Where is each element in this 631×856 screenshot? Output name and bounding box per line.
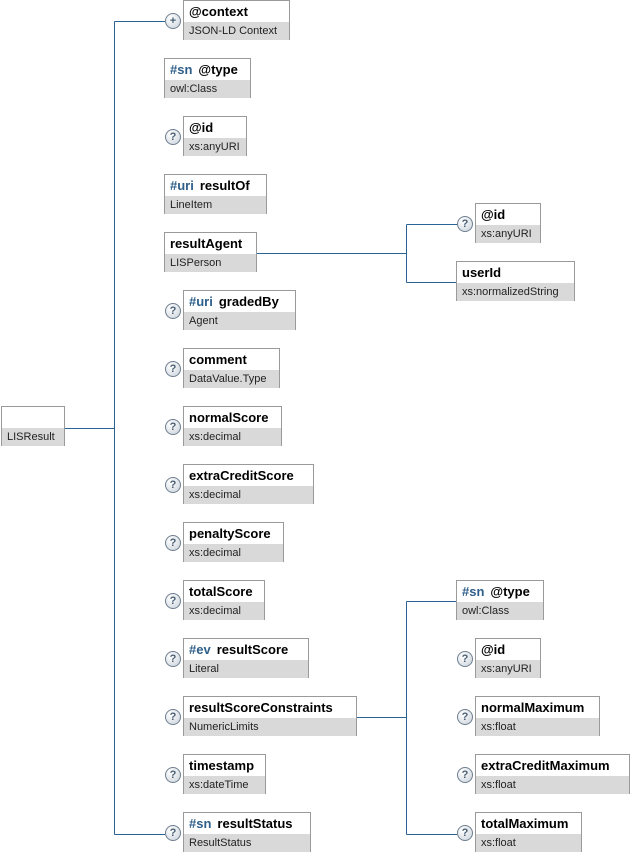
root-node-lisresult[interactable]: LISResult [1,406,65,446]
node-name: @type [198,62,238,77]
optional-badge-icon: ? [165,709,181,725]
node-prefix: #uri [189,294,213,309]
node-result-score-constraints[interactable]: resultScoreConstraints NumericLimits [183,696,357,736]
node-prefix: #ev [189,642,211,657]
node-type: xs:decimal [184,602,264,620]
node-type: xs:anyURI [476,660,540,678]
node-name: @id [189,120,214,135]
optional-badge-icon: ? [165,767,181,783]
node-prefix: #sn [189,816,212,831]
optional-badge-icon: ? [165,477,181,493]
node-context[interactable]: @context JSON-LD Context [183,0,290,40]
root-node-name [2,407,64,428]
node-timestamp[interactable]: timestamp xs:dateTime [183,754,266,794]
node-result-agent[interactable]: resultAgent LISPerson [164,232,257,272]
node-name: extraCreditMaximum [481,758,610,773]
node-type: xs:dateTime [184,776,265,794]
node-constraint-id[interactable]: @id xs:anyURI [475,638,541,678]
node-penalty-score[interactable]: penaltyScore xs:decimal [183,522,284,562]
optional-badge-icon: ? [457,216,473,232]
node-name: userId [462,265,502,280]
node-name: comment [189,352,247,367]
node-user-id[interactable]: userId xs:normalizedString [456,261,575,301]
node-type: owl:Class [165,80,250,98]
node-type: LISPerson [165,254,256,272]
node-name: extraCreditScore [189,468,294,483]
node-name: normalScore [189,410,269,425]
node-type: Agent [184,312,295,330]
node-name: @id [481,207,506,222]
node-agent-id[interactable]: @id xs:anyURI [475,203,541,243]
node-type: xs:float [476,776,629,794]
node-name: resultScore [216,642,289,657]
node-type: xs:anyURI [476,225,540,243]
node-name: resultScoreConstraints [189,700,333,715]
optional-badge-icon: ? [165,651,181,667]
node-type: xs:decimal [184,428,281,446]
node-constraint-type[interactable]: #sn @type owl:Class [456,580,544,620]
node-type: LineItem [165,196,266,214]
node-name: @id [481,642,506,657]
node-id[interactable]: @id xs:anyURI [183,116,247,156]
node-type-class[interactable]: #sn @type owl:Class [164,58,251,98]
optional-badge-icon: ? [457,767,473,783]
node-name: penaltyScore [189,526,271,541]
node-type: JSON-LD Context [184,22,289,40]
node-type: xs:float [476,834,581,852]
optional-badge-icon: ? [165,825,181,841]
node-prefix: #uri [170,178,194,193]
node-name: totalMaximum [481,816,569,831]
node-name: @context [189,4,248,19]
node-type: Literal [184,660,308,678]
node-normal-maximum[interactable]: normalMaximum xs:float [475,696,600,736]
optional-badge-icon: ? [165,593,181,609]
node-name: gradedBy [218,294,279,309]
node-result-score[interactable]: #ev resultScore Literal [183,638,309,678]
node-extra-credit-maximum[interactable]: extraCreditMaximum xs:float [475,754,630,794]
node-type: xs:normalizedString [457,283,574,301]
node-name: @type [490,584,530,599]
optional-badge-icon: ? [165,361,181,377]
node-extra-credit-score[interactable]: extraCreditScore xs:decimal [183,464,314,504]
node-type: xs:float [476,718,599,736]
optional-badge-icon: + [165,13,181,29]
optional-badge-icon: ? [165,129,181,145]
optional-badge-icon: ? [457,825,473,841]
node-total-score[interactable]: totalScore xs:decimal [183,580,265,620]
optional-badge-icon: ? [165,303,181,319]
node-type: ResultStatus [184,834,310,852]
node-prefix: #sn [462,584,485,599]
optional-badge-icon: ? [165,535,181,551]
node-type: xs:decimal [184,544,283,562]
node-total-maximum[interactable]: totalMaximum xs:float [475,812,582,852]
node-type: xs:anyURI [184,138,246,156]
node-type: xs:decimal [184,486,313,504]
node-name: timestamp [189,758,255,773]
node-normal-score[interactable]: normalScore xs:decimal [183,406,282,446]
optional-badge-icon: ? [457,709,473,725]
node-name: normalMaximum [481,700,585,715]
node-name: resultAgent [170,236,243,251]
optional-badge-icon: ? [165,419,181,435]
node-name: totalScore [189,584,253,599]
node-graded-by[interactable]: #uri gradedBy Agent [183,290,296,330]
root-node-type: LISResult [2,428,64,446]
optional-badge-icon: ? [457,651,473,667]
node-type: owl:Class [457,602,543,620]
node-result-status[interactable]: #sn resultStatus ResultStatus [183,812,311,852]
node-name: resultOf [199,178,250,193]
node-prefix: #sn [170,62,193,77]
node-result-of[interactable]: #uri resultOf LineItem [164,174,267,214]
node-name: resultStatus [217,816,293,831]
node-type: NumericLimits [184,718,356,736]
node-comment[interactable]: comment DataValue.Type [183,348,280,388]
node-type: DataValue.Type [184,370,279,388]
